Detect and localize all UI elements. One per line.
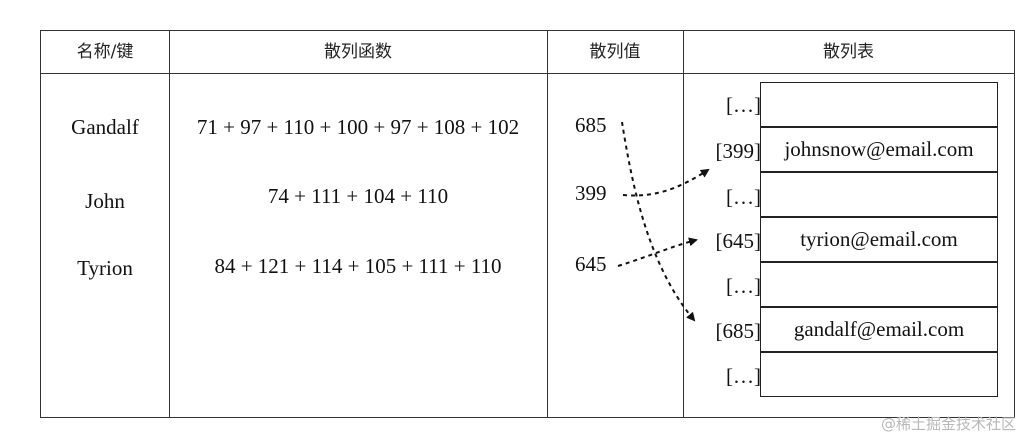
table-cell: johnsnow@email.com	[760, 127, 998, 172]
hash-function-tyrion: 84 + 121 + 114 + 105 + 111 + 110	[214, 254, 502, 278]
slot-index: […]	[726, 364, 761, 388]
table-cell	[760, 352, 998, 397]
column-divider	[169, 31, 170, 417]
hash-value-tyrion: 645	[575, 252, 607, 276]
hash-function-john: 74 + 111 + 104 + 110	[267, 184, 449, 208]
hash-function-gandalf: 71 + 97 + 110 + 100 + 97 + 108 + 102	[196, 115, 520, 139]
table-cell	[760, 82, 998, 127]
header-hash-value: 散列值	[589, 42, 641, 62]
header-hash-function: 散列函数	[324, 42, 392, 62]
key-gandalf: Gandalf	[71, 115, 139, 139]
slot-index: […]	[726, 93, 761, 117]
slot-index: […]	[726, 185, 761, 209]
header-divider	[41, 73, 1014, 74]
slot-index: […]	[726, 274, 761, 298]
key-tyrion: Tyrion	[77, 256, 133, 280]
watermark: @稀土掘金技术社区	[880, 415, 1016, 433]
table-cell	[760, 172, 998, 217]
hash-diagram-frame: 名称/键 散列函数 散列值 散列表 Gandalf John Tyrion 71…	[40, 30, 1015, 418]
slot-index: [685]	[715, 319, 762, 343]
header-key: 名称/键	[76, 42, 134, 62]
hash-value-john: 399	[575, 181, 607, 205]
slot-index: [645]	[715, 229, 762, 253]
table-cell	[760, 262, 998, 307]
table-cell: tyrion@email.com	[760, 217, 998, 262]
key-john: John	[85, 189, 125, 213]
hash-value-gandalf: 685	[575, 113, 607, 137]
header-hash-table: 散列表	[823, 42, 874, 62]
column-divider	[547, 31, 548, 417]
table-cell: gandalf@email.com	[760, 307, 998, 352]
column-divider	[683, 31, 684, 417]
slot-index: [399]	[715, 139, 762, 163]
